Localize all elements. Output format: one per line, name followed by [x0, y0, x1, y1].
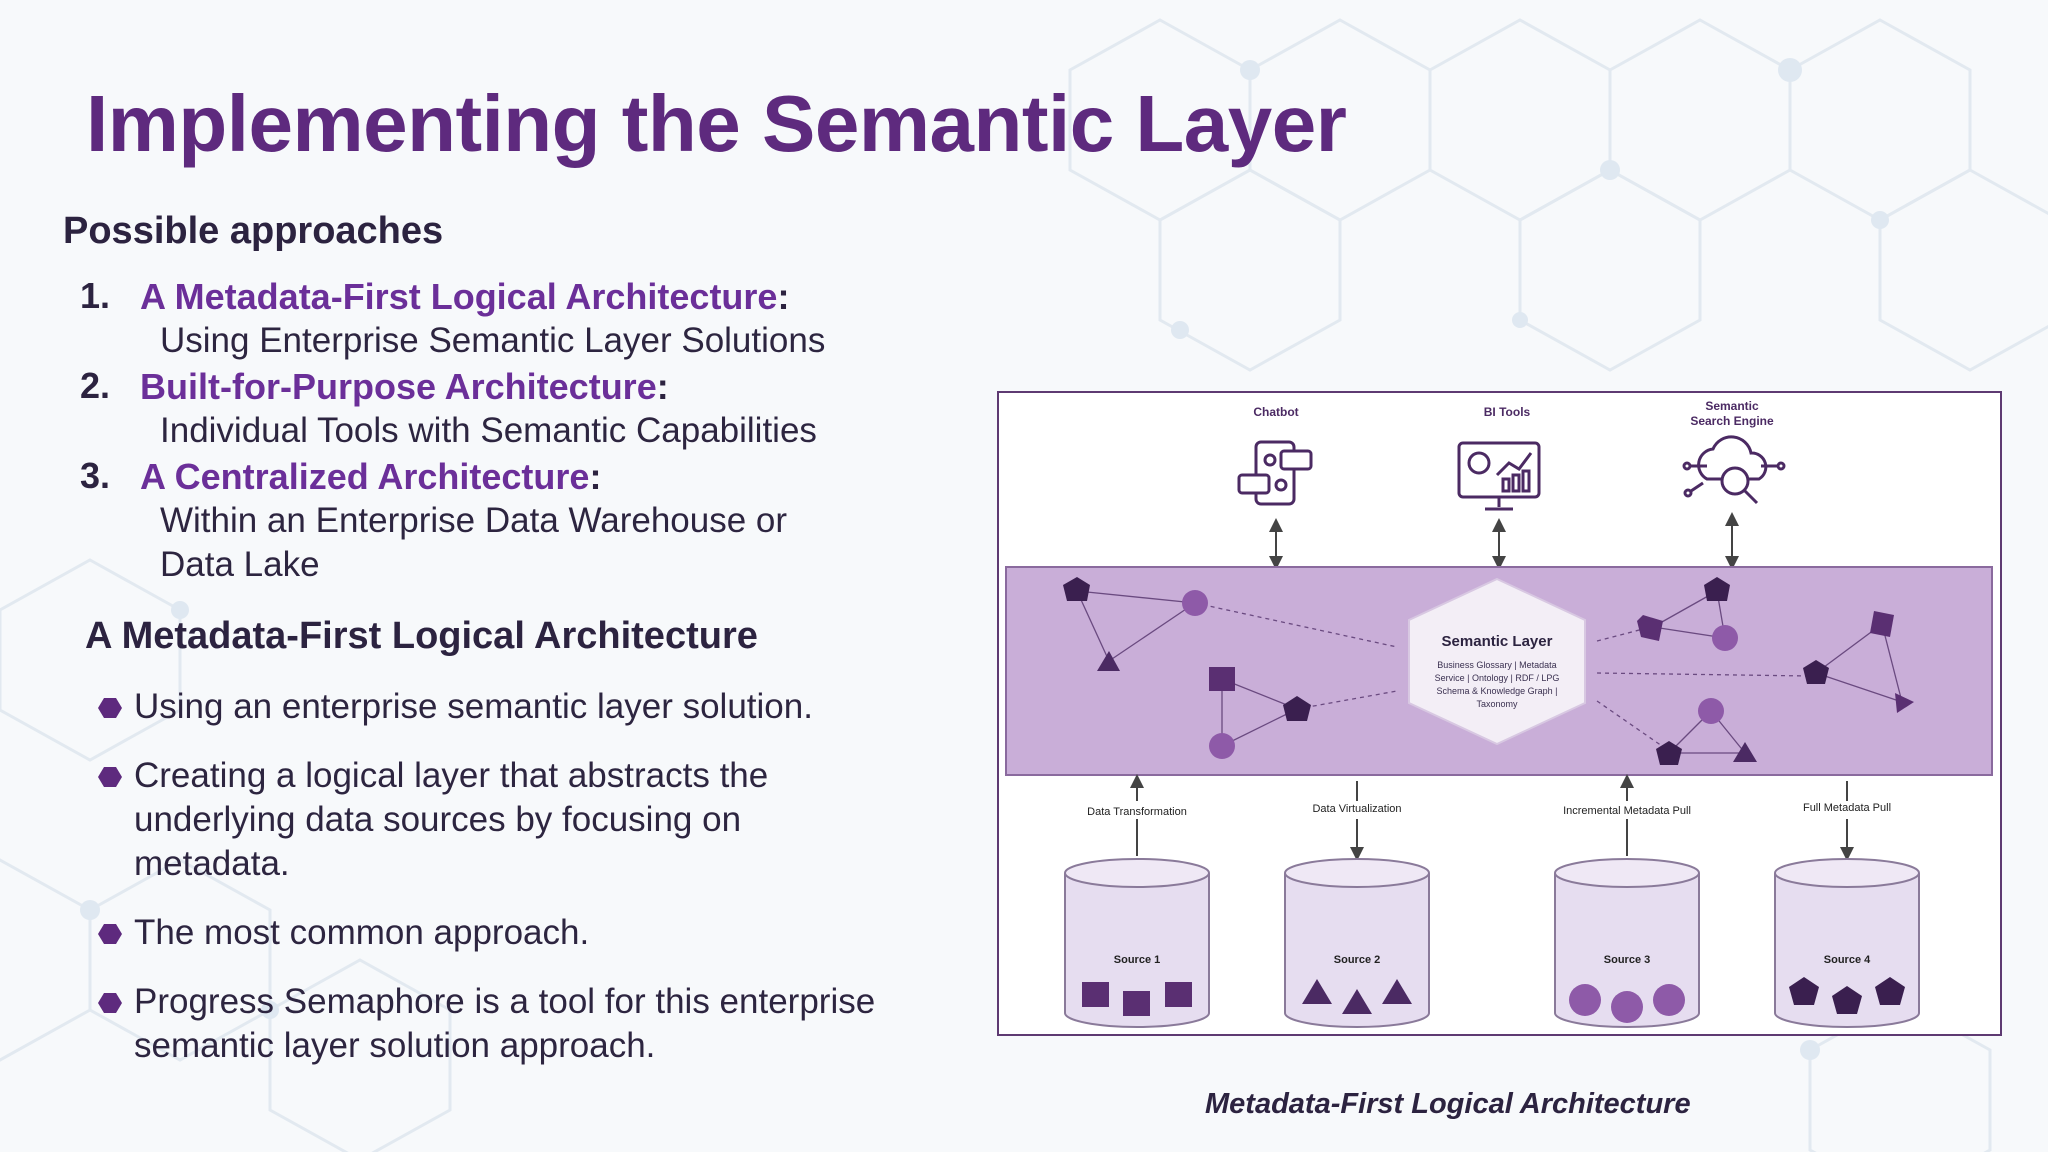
bullet-text: The most common approach.	[134, 913, 590, 952]
semantic-layer-detail: Business Glossary | Metadata	[1437, 660, 1556, 670]
bullet-item: Progress Semaphore is a tool for this en…	[98, 980, 974, 1068]
graph-node-shapes	[1063, 577, 1914, 765]
bullet-item: The most common approach.	[98, 911, 998, 955]
bullet-text: Using an enterprise semantic layer solut…	[134, 687, 813, 726]
source-label: Source 4	[1824, 954, 1871, 966]
consumer-label-search-line2: Search Engine	[1690, 414, 1774, 428]
flow-label-data-virtualization: Data Virtualization	[1312, 803, 1401, 815]
semantic-layer-detail: Taxonomy	[1476, 699, 1518, 709]
approaches-list: 1. A Metadata-First Logical Architecture…	[80, 275, 980, 589]
approach-item-2: 2. Built-for-Purpose Architecture: Indiv…	[80, 365, 980, 453]
source-cylinder-4: Source 4	[1774, 858, 1920, 1028]
source-label: Source 3	[1604, 954, 1650, 966]
approach-description: Individual Tools with Semantic Capabilit…	[160, 411, 817, 450]
bullet-item: Creating a logical layer that abstracts …	[98, 754, 894, 886]
section-heading: A Metadata-First Logical Architecture	[85, 615, 758, 657]
page-title: Implementing the Semantic Layer	[86, 79, 1347, 168]
approach-number: 3.	[80, 455, 111, 496]
flow-label-data-transformation: Data Transformation	[1087, 806, 1187, 818]
possible-approaches-heading: Possible approaches	[63, 210, 444, 252]
architecture-diagram: Chatbot BI Tools Semantic Search Engine	[997, 391, 2002, 1036]
semantic-search-icon	[1682, 435, 1786, 505]
approach-name: A Metadata-First Logical Architecture	[140, 276, 778, 317]
approach-description: Using Enterprise Semantic Layer Solution…	[160, 321, 826, 360]
chatbot-icon	[1237, 440, 1313, 506]
semantic-layer-detail: Schema & Knowledge Graph |	[1437, 686, 1558, 696]
source-cylinder-1: Source 1	[1064, 858, 1210, 1028]
flow-label-incremental-metadata-pull: Incremental Metadata Pull	[1563, 805, 1691, 817]
bi-tools-icon	[1457, 441, 1541, 511]
consumer-label-search-line1: Semantic	[1705, 399, 1759, 413]
approach-number: 2.	[80, 365, 111, 406]
consumer-label-bi-tools: BI Tools	[1484, 405, 1531, 419]
semantic-layer-hexagon	[1408, 577, 1586, 746]
approach-item-1: 1. A Metadata-First Logical Architecture…	[80, 275, 980, 363]
hexagon-bullet-icon	[98, 993, 122, 1013]
approach-description: Within an Enterprise Data Warehouse or D…	[160, 501, 788, 584]
hexagon-bullet-icon	[98, 698, 122, 718]
approach-colon: :	[656, 366, 669, 407]
diagram-caption: Metadata-First Logical Architecture	[1205, 1088, 1691, 1120]
bullet-text: Creating a logical layer that abstracts …	[134, 756, 769, 883]
source-cylinder-2: Source 2	[1284, 858, 1430, 1028]
source-label: Source 2	[1334, 954, 1380, 966]
consumer-label-chatbot: Chatbot	[1253, 405, 1298, 419]
semantic-layer-detail: Service | Ontology | RDF / LPG	[1435, 673, 1560, 683]
approach-name: Built-for-Purpose Architecture	[140, 366, 657, 407]
flow-label-full-metadata-pull: Full Metadata Pull	[1803, 802, 1891, 814]
hexagon-bullet-icon	[98, 924, 122, 944]
semantic-layer-title: Semantic Layer	[1442, 633, 1553, 650]
approach-item-3: 3. A Centralized Architecture: Within an…	[80, 455, 980, 587]
hexagon-bullet-icon	[98, 767, 122, 787]
approach-colon: :	[589, 456, 602, 497]
approach-name: A Centralized Architecture	[140, 456, 590, 497]
bullet-item: Using an enterprise semantic layer solut…	[98, 685, 998, 729]
source-cylinder-3: Source 3	[1554, 858, 1700, 1028]
approach-number: 1.	[80, 275, 111, 316]
bullet-list: Using an enterprise semantic layer solut…	[98, 685, 998, 1093]
approach-colon: :	[777, 276, 790, 317]
bullet-text: Progress Semaphore is a tool for this en…	[134, 982, 876, 1065]
source-label: Source 1	[1114, 954, 1160, 966]
